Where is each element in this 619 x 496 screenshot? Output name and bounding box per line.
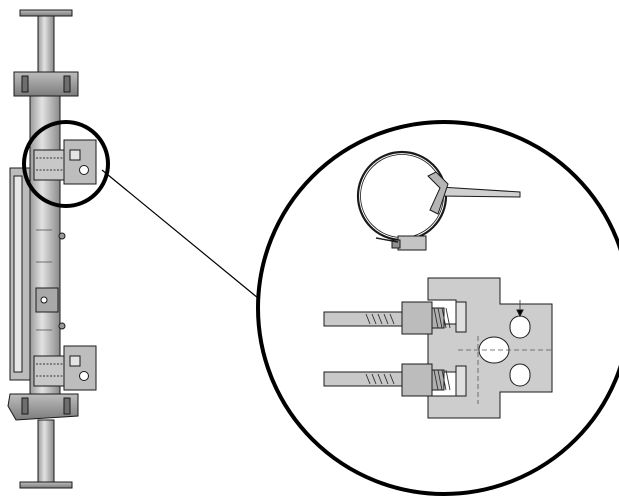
sensor-mount-bracket-icon [323, 277, 553, 419]
bottom-stem [37, 419, 55, 483]
top-cap [19, 9, 73, 17]
upper-spring-rod [323, 301, 467, 335]
upper-clamp-bracket [33, 139, 97, 185]
clamp-band-icon [356, 150, 521, 251]
lower-clamp-bracket [33, 345, 97, 391]
leader-line-top [101, 169, 259, 299]
lower-spring-rod [323, 363, 467, 397]
top-stem [37, 15, 55, 75]
gauge-assembly [7, 9, 97, 489]
slot-upper [509, 315, 531, 339]
detail-marker-circle [22, 120, 110, 208]
bottom-cap [19, 481, 73, 489]
slot-lower [509, 363, 531, 387]
main-pipe [29, 95, 61, 397]
